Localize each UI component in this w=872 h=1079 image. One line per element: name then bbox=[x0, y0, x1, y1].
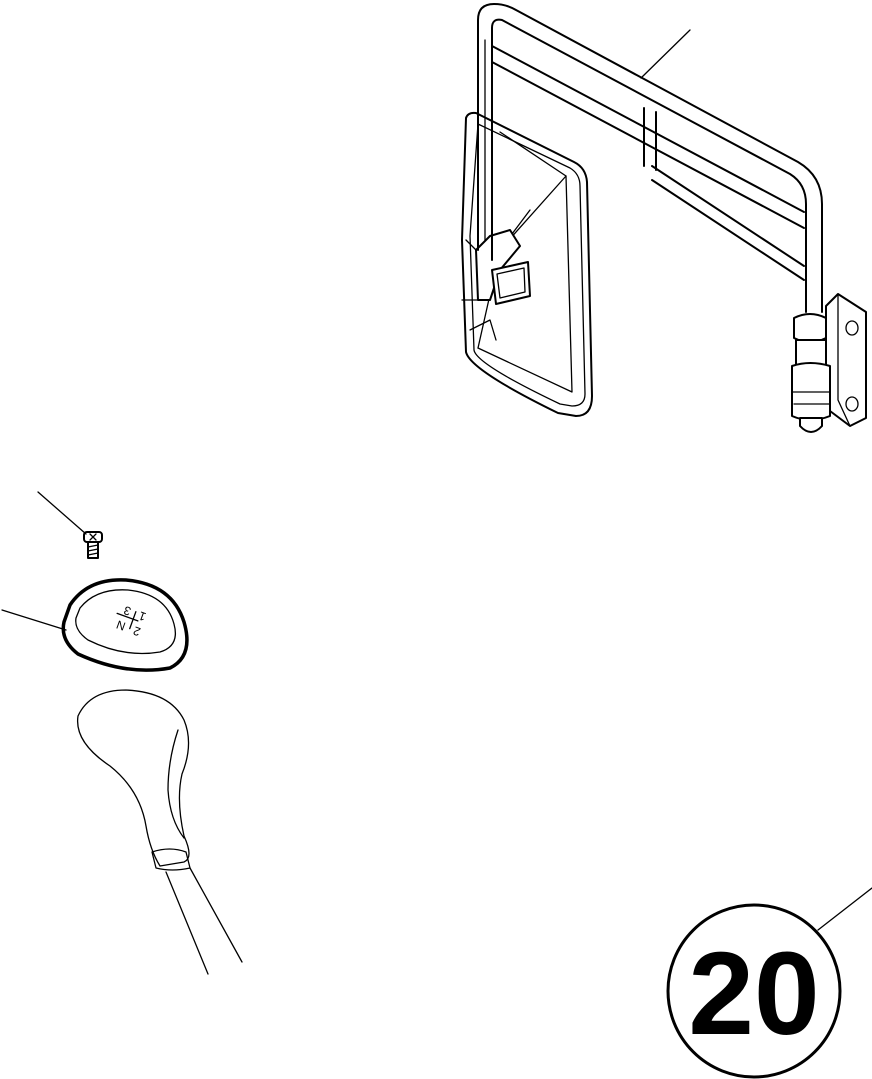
figure-number-badge: 20 bbox=[666, 887, 872, 1079]
shift-pattern-label-0: 2 bbox=[131, 623, 142, 639]
mirror-hinge-bracket bbox=[791, 293, 867, 433]
figure-number-text: 20 bbox=[688, 928, 819, 1060]
screw bbox=[37, 491, 103, 559]
gear-lever-icon bbox=[76, 689, 243, 975]
leader-line-knob-cap bbox=[1, 609, 67, 631]
gear-shift-lever bbox=[76, 689, 243, 975]
screw-icon bbox=[83, 531, 103, 559]
leader-line-badge bbox=[817, 887, 872, 931]
mirror-arm bbox=[477, 3, 823, 313]
leader-line-screw bbox=[37, 491, 87, 535]
leader-line-mirror bbox=[640, 29, 691, 79]
mirror-assembly bbox=[461, 3, 867, 433]
knob-cap: 2 N 1 3 bbox=[1, 578, 189, 672]
mirror-icon bbox=[461, 111, 593, 417]
shift-pattern-label-3: 3 bbox=[122, 603, 133, 619]
knob-cap-icon: 2 N 1 3 bbox=[61, 578, 189, 672]
shift-pattern-label-2: 1 bbox=[137, 608, 148, 624]
